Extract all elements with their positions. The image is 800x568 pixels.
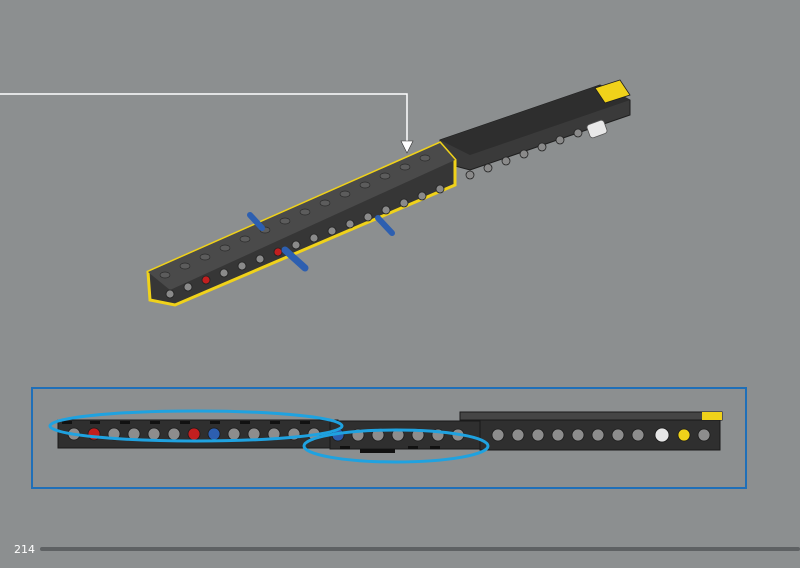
- main-beam: [146, 128, 583, 307]
- arrow-head-icon: [400, 140, 414, 154]
- rear-beam: [439, 79, 631, 171]
- highlight-ellipse-right: [302, 428, 490, 464]
- side-holes: [165, 184, 445, 299]
- highlight-ellipse-left: [48, 409, 344, 443]
- detail-frame: [31, 387, 747, 489]
- yellow-axle-icon: [594, 79, 631, 104]
- footer-progress-bar: [40, 547, 800, 551]
- page-number: 214: [14, 543, 35, 556]
- white-axle-icon: [586, 119, 608, 139]
- studs: [159, 154, 431, 279]
- blue-pin-icon: [247, 212, 395, 272]
- yellow-marker-icon: [702, 412, 722, 420]
